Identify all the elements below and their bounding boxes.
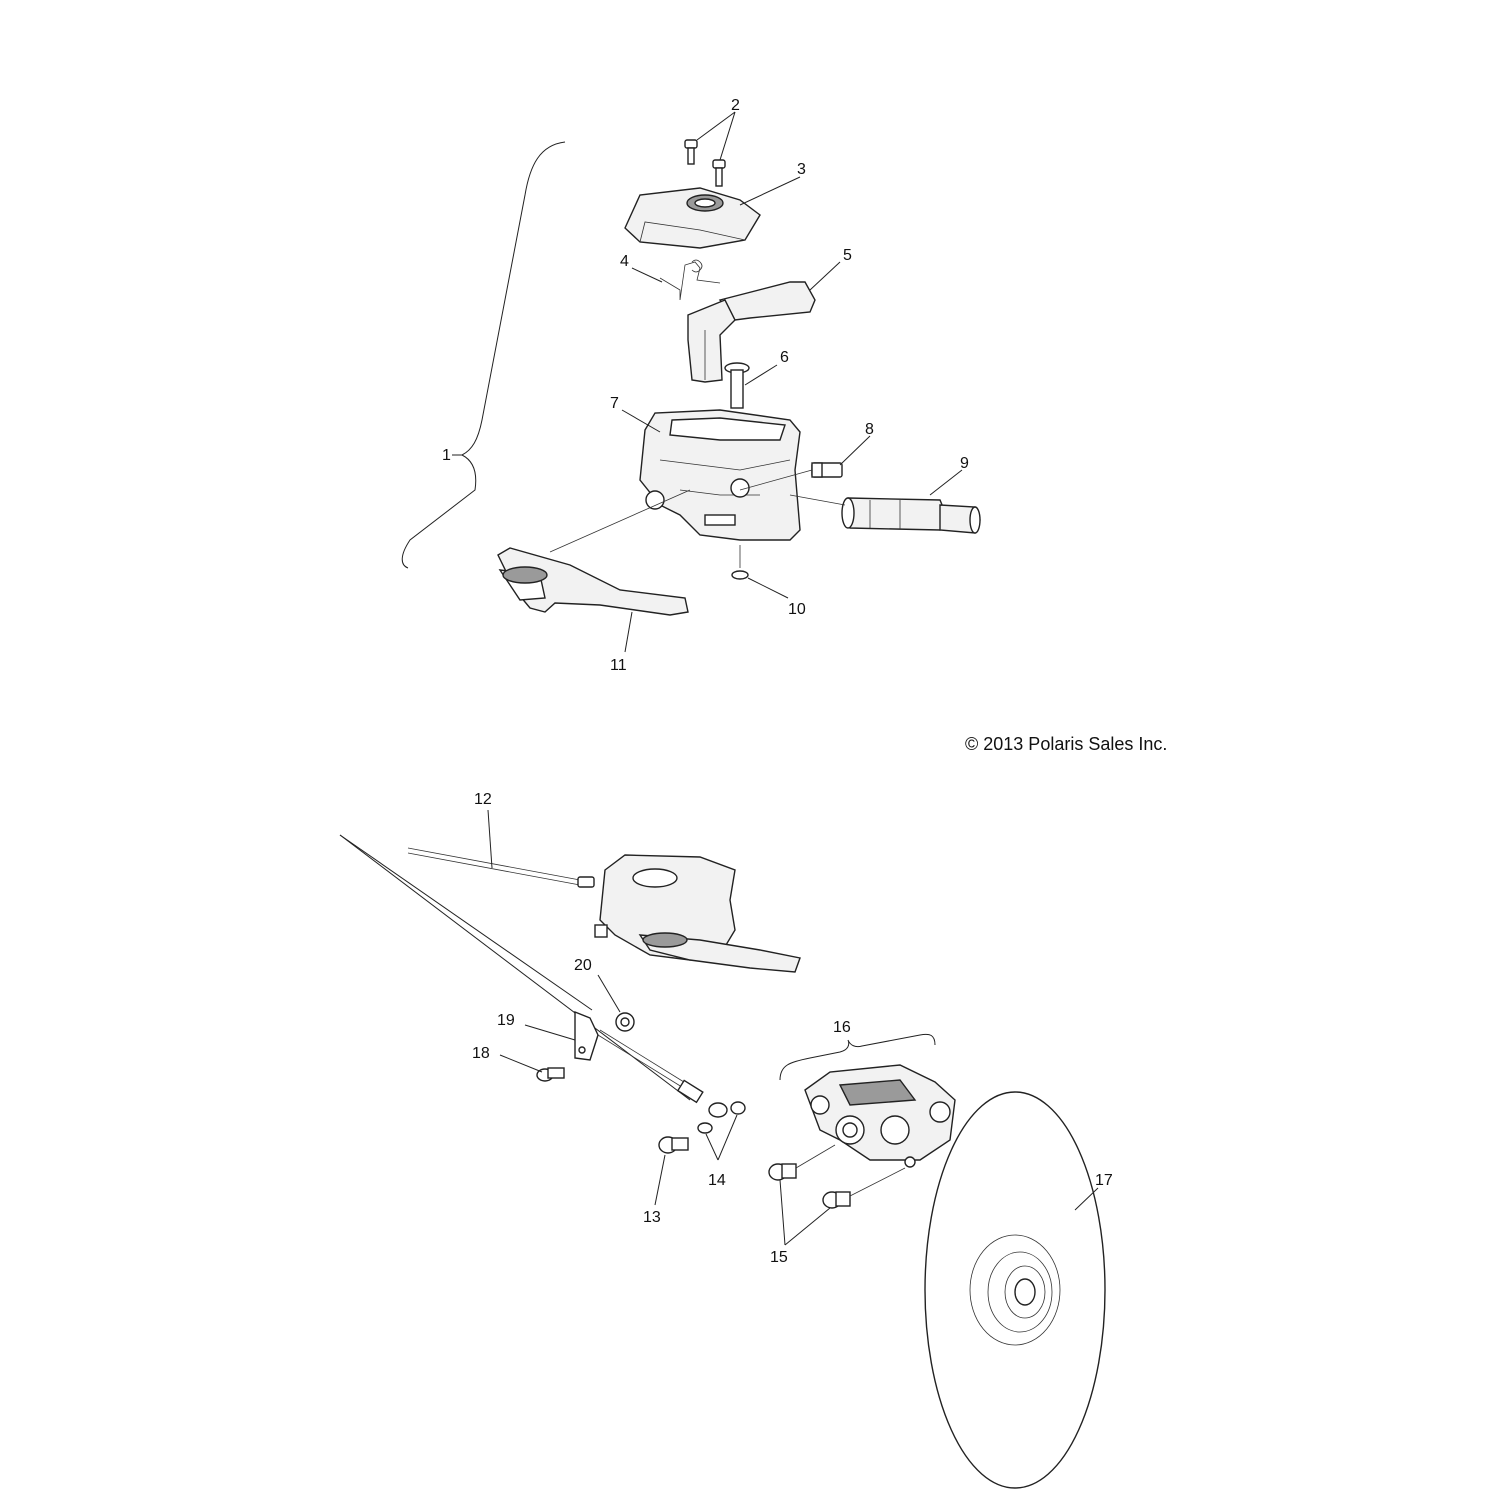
callout-2: 2 [731,97,740,114]
caliper-part-16 [804,1064,956,1168]
callout-17: 17 [1095,1172,1113,1189]
bolt-part-18 [536,1067,565,1082]
reservoir-cover-part-3 [624,187,761,249]
callout-13: 13 [643,1209,661,1226]
banjo-bolt-part-13 [658,1136,689,1154]
brake-disc-part-17 [924,1091,1106,1489]
bracket-part-19 [574,1010,599,1061]
clip-part-10 [731,570,749,580]
brake-lever-part-11 [497,547,689,616]
assembled-master-cylinder [594,854,801,973]
callout-5: 5 [843,247,852,264]
screws-part-2 [684,139,726,187]
washers-part-14 [697,1101,746,1134]
throttle-lever-part-5 [687,281,816,383]
spring-part-4 [659,259,721,301]
nut-part-20 [615,1012,635,1032]
callout-15: 15 [770,1249,788,1266]
caliper-bolts-part-15 [768,1163,851,1209]
callout-10: 10 [788,601,806,618]
copyright-notice: © 2013 Polaris Sales Inc. [965,734,1167,754]
callout-18: 18 [472,1045,490,1062]
callout-16: 16 [833,1019,851,1036]
switch-part-8 [811,462,843,478]
callout-19: 19 [497,1012,515,1029]
callout-11: 11 [610,657,627,674]
assembly-1-brace [401,141,566,569]
callout-3: 3 [797,161,806,178]
pivot-pin-part-6 [724,362,750,409]
brake-hose [597,1029,728,1118]
master-cylinder-body-part-7 [639,409,801,541]
brake-line-part-12 [407,847,595,888]
callout-7: 7 [610,395,619,412]
callout-20: 20 [574,957,592,974]
assembly-16-brace [779,1033,936,1081]
piston-part-9 [841,497,981,534]
callout-14: 14 [708,1172,726,1189]
callout-1: 1 [442,447,451,464]
callout-9: 9 [960,455,969,472]
callout-4: 4 [620,253,629,270]
callout-6: 6 [780,349,789,366]
callout-8: 8 [865,421,874,438]
callout-12: 12 [474,791,492,808]
